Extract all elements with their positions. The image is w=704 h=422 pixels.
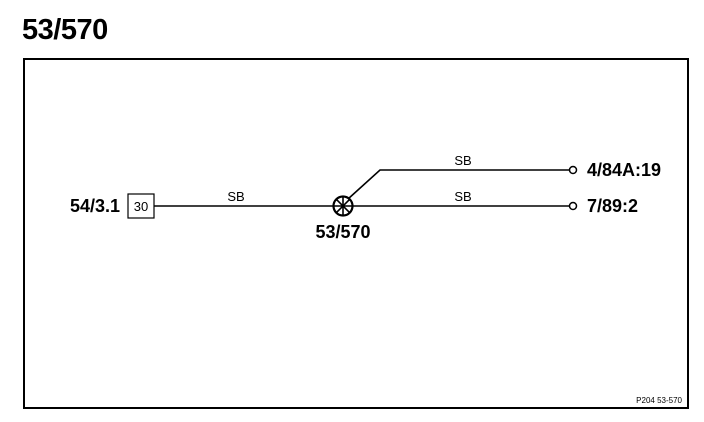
lower-wire-color-label: SB <box>454 189 471 204</box>
splice-symbol <box>332 195 354 217</box>
lower-terminal-pin <box>568 201 578 211</box>
terminal-box <box>127 193 155 219</box>
upper-branch-wire <box>347 169 569 200</box>
upper-destination-label: 4/84A:19 <box>587 160 661 180</box>
reference-code: P204 53-570 <box>636 396 682 405</box>
diagram-frame <box>23 58 689 409</box>
source-connector-label: 54/3.1 <box>70 196 120 216</box>
terminal-number: 30 <box>134 199 148 214</box>
page-title: 53/570 <box>22 14 108 46</box>
lower-destination-label: 7/89:2 <box>587 196 638 216</box>
upper-terminal-pin <box>568 165 578 175</box>
input-wire-color-label: SB <box>227 189 244 204</box>
upper-wire-color-label: SB <box>454 153 471 168</box>
splice-label: 53/570 <box>315 222 370 242</box>
